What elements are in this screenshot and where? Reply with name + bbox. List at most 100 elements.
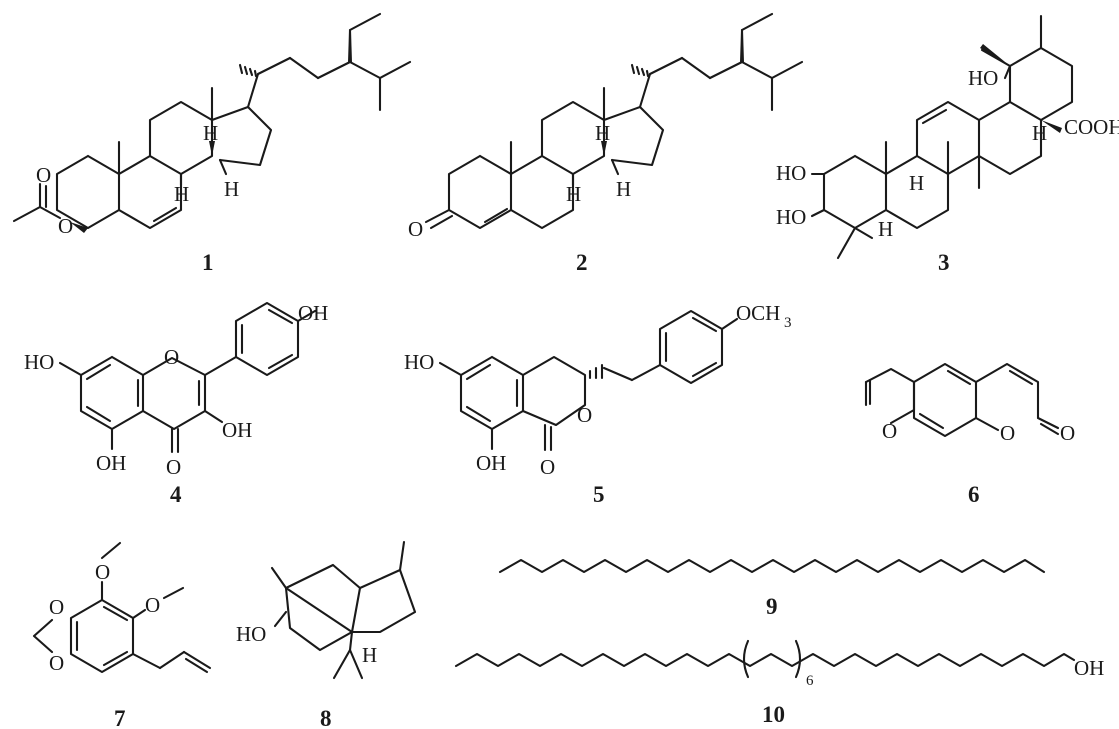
c6-oh-bond xyxy=(438,361,463,377)
furan-ring-bonds xyxy=(864,367,916,425)
seven-ring-bonds xyxy=(284,563,362,652)
c5-c6-double-bond xyxy=(152,206,178,223)
compound-3-h18: H xyxy=(1032,121,1047,145)
compound-8-structure: HO H 8 xyxy=(236,540,417,729)
compound-3-acid: COOH xyxy=(1064,115,1119,139)
acetyl-methyl xyxy=(12,205,42,223)
compound-4-label: 4 xyxy=(170,482,182,507)
compound-4-ring-o: O xyxy=(164,345,179,369)
c17-c20-bond xyxy=(246,72,260,109)
compound-3-h9: H xyxy=(909,171,924,195)
gem-stub xyxy=(348,630,354,652)
gem-methyl-b xyxy=(348,648,364,680)
repeat-right-paren xyxy=(794,639,802,679)
anisyl-double-2 xyxy=(691,316,718,333)
c22-c23 xyxy=(680,56,712,80)
b-ring-double-3 xyxy=(267,353,294,370)
ome-b-methyl xyxy=(162,586,185,600)
alkanol-chain-bonds xyxy=(454,652,1076,668)
ring-e-bonds xyxy=(1008,46,1074,122)
compound-1-h9: H xyxy=(174,182,189,206)
h14-bond xyxy=(610,158,620,176)
c21-hash-bond xyxy=(630,63,650,78)
c20-c22 xyxy=(648,56,684,76)
c3-hash-bond xyxy=(588,363,604,380)
c3-ketone-double xyxy=(429,214,454,230)
compound-8-h: H xyxy=(362,643,377,667)
chain-2 xyxy=(630,363,662,382)
compound-5-methoxy-subscript: 3 xyxy=(784,315,792,331)
compound-5-structure: O O HO OH OCH 3 5 xyxy=(404,301,792,507)
methyl-top xyxy=(398,540,406,572)
compound-4-oh-4p: OH xyxy=(298,301,328,325)
allyl-double xyxy=(184,657,209,674)
c3-ketone xyxy=(424,208,451,224)
alkane-chain-bonds xyxy=(498,558,1046,574)
benzene-double-2 xyxy=(918,412,945,430)
ome-a-methyl xyxy=(100,541,122,560)
arom-double-2 xyxy=(465,405,492,423)
compound-1-h14: H xyxy=(224,177,239,201)
c28-wedge xyxy=(1041,120,1062,133)
c3-oh-bond xyxy=(810,208,826,218)
compound-8-label: 8 xyxy=(320,706,332,729)
ring-b-bonds xyxy=(117,154,183,230)
compound-10-oh: OH xyxy=(1074,656,1104,680)
ring-c-bonds xyxy=(540,100,606,176)
c17-c20-bond xyxy=(638,72,652,109)
aromatic-ring-bonds xyxy=(459,355,525,431)
c23-c24 xyxy=(708,60,744,80)
compound-4-carbonyl-o: O xyxy=(166,455,181,479)
ring-c-bonds xyxy=(148,100,214,176)
c20-c22 xyxy=(256,56,292,76)
c24-wedge xyxy=(348,31,352,62)
compound-5-lactone-o: O xyxy=(577,403,592,427)
h8-wedge xyxy=(601,141,607,156)
compound-6-furan-o: O xyxy=(882,419,897,443)
c2-c1p-bond xyxy=(203,355,238,377)
c-oh-bond xyxy=(273,610,288,628)
ring-d-bonds xyxy=(210,105,273,167)
c29-methyl xyxy=(980,48,1012,68)
a-ring-double-1 xyxy=(85,363,112,381)
arom-double-1 xyxy=(465,363,492,381)
ome-b-bond xyxy=(131,608,147,620)
methyl-c xyxy=(270,566,288,590)
c24-wedge xyxy=(740,31,744,62)
c4-c5-double-bond xyxy=(483,207,509,224)
compound-2-h9: H xyxy=(566,182,581,206)
c7-oh-bond xyxy=(58,361,83,377)
compound-6-carbonyl-o: O xyxy=(1060,421,1075,445)
five-ring-bonds xyxy=(350,568,417,634)
ring-d-bonds xyxy=(977,100,1043,176)
compound-3-h5: H xyxy=(878,217,893,241)
allyl-3 xyxy=(182,650,212,670)
chain-1 xyxy=(602,366,634,382)
compound-1-label: 1 xyxy=(202,250,214,275)
compound-8-oh: HO xyxy=(236,622,266,646)
compound-4-structure: O O HO OH OH OH 4 xyxy=(24,301,328,507)
compound-3-oh-2: HO xyxy=(776,161,806,185)
lactone-ring-bonds xyxy=(521,355,587,427)
b-ring-double-2 xyxy=(267,308,294,325)
arom-double-3 xyxy=(102,650,129,667)
compound-1-acetyl-o: O xyxy=(36,163,51,187)
compound-4-oh-7: HO xyxy=(24,350,54,374)
pyran-o-bond xyxy=(974,416,1000,432)
compound-7-ome-a: O xyxy=(95,560,110,584)
compound-3-oh-3: HO xyxy=(776,205,806,229)
compound-3-oh-19: HO xyxy=(968,66,998,90)
compound-9-structure: 9 xyxy=(498,558,1046,619)
a-ring-bonds xyxy=(79,355,145,431)
c-ring-bonds xyxy=(141,356,207,431)
c4p-oh-bond xyxy=(296,309,317,323)
compound-7-ome-b: O xyxy=(145,593,160,617)
compound-5-oh-8: OH xyxy=(476,451,506,475)
pyrone-double xyxy=(1008,369,1034,386)
c23-c24 xyxy=(316,60,352,80)
arom-double-2 xyxy=(102,605,129,622)
compound-3-label: 3 xyxy=(938,250,950,275)
compound-2-h8: H xyxy=(595,121,610,145)
a-ring-double-2 xyxy=(85,405,112,423)
